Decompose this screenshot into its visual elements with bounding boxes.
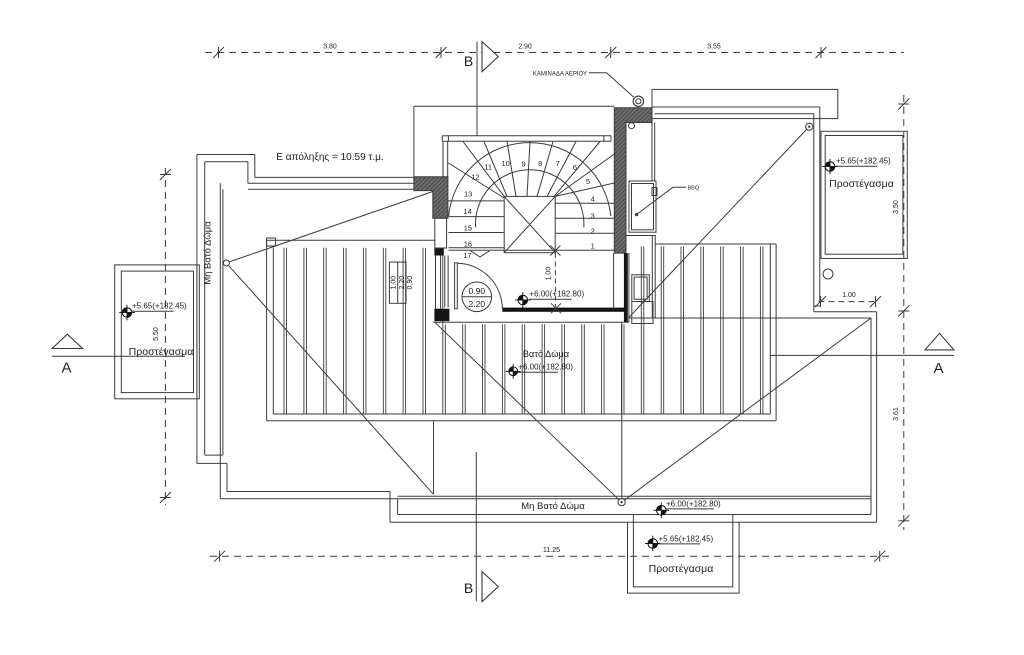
svg-text:3.80: 3.80 [323, 44, 337, 51]
svg-text:3.50: 3.50 [893, 200, 900, 214]
svg-text:2.20: 2.20 [469, 299, 486, 309]
svg-text:11: 11 [484, 162, 492, 171]
svg-text:8: 8 [538, 159, 542, 168]
svg-text:5.50: 5.50 [153, 327, 160, 341]
svg-text:1.00: 1.00 [546, 267, 553, 281]
svg-text:+6.00(+182.80): +6.00(+182.80) [666, 499, 721, 508]
svg-text:+6.00(+182.80): +6.00(+182.80) [518, 362, 573, 371]
svg-text:13: 13 [464, 189, 472, 198]
svg-text:A: A [61, 360, 71, 377]
svg-text:0.90: 0.90 [469, 286, 486, 296]
svg-text:11.25: 11.25 [543, 547, 560, 554]
svg-text:3.55: 3.55 [707, 44, 721, 51]
svg-text:Προστέγασμα: Προστέγασμα [829, 178, 894, 190]
svg-text:BBQ: BBQ [688, 186, 700, 192]
svg-text:17: 17 [463, 251, 471, 260]
svg-text:1.00: 1.00 [842, 292, 856, 299]
svg-text:5: 5 [586, 177, 590, 186]
svg-text:B: B [464, 580, 473, 596]
svg-text:+6.00(+182.80): +6.00(+182.80) [529, 289, 584, 298]
svg-text:16: 16 [464, 239, 472, 248]
svg-text:Μη Βατό Δώμα: Μη Βατό Δώμα [521, 501, 585, 512]
svg-text:2.90: 2.90 [518, 44, 532, 51]
svg-text:0,90: 0,90 [407, 276, 414, 290]
svg-text:+5.65(+182.45): +5.65(+182.45) [659, 535, 714, 544]
svg-text:7: 7 [556, 159, 560, 168]
svg-text:Ε απόληξης = 10.59 τ.μ.: Ε απόληξης = 10.59 τ.μ. [276, 151, 383, 163]
svg-text:ΚΑΜΙΝΑΔΑ ΑΕΡΙΟΥ: ΚΑΜΙΝΑΔΑ ΑΕΡΙΟΥ [533, 71, 587, 77]
svg-text:14: 14 [463, 207, 471, 216]
svg-text:B: B [464, 53, 473, 69]
svg-text:4: 4 [591, 194, 595, 203]
svg-text:A: A [933, 360, 943, 377]
svg-text:10: 10 [502, 159, 510, 168]
svg-text:6: 6 [573, 163, 577, 172]
svg-text:Μη Βατό Δώμα: Μη Βατό Δώμα [203, 221, 214, 285]
svg-text:+5.65(+182.45): +5.65(+182.45) [836, 157, 891, 166]
svg-text:15: 15 [464, 224, 472, 233]
svg-text:12: 12 [471, 172, 479, 181]
svg-text:1,00: 1,00 [390, 276, 397, 290]
svg-text:1: 1 [591, 241, 595, 250]
svg-text:3.61: 3.61 [893, 407, 900, 421]
svg-text:9: 9 [522, 160, 526, 169]
svg-text:Βατό Δώμα: Βατό Δώμα [523, 349, 570, 359]
svg-text:+5.65(+182.45): +5.65(+182.45) [132, 302, 187, 311]
svg-text:Προστέγασμα: Προστέγασμα [649, 563, 714, 575]
svg-text:Προστέγασμα: Προστέγασμα [129, 346, 194, 358]
svg-text:2,20: 2,20 [399, 276, 406, 290]
svg-text:2: 2 [591, 226, 595, 235]
svg-text:3: 3 [591, 212, 595, 221]
